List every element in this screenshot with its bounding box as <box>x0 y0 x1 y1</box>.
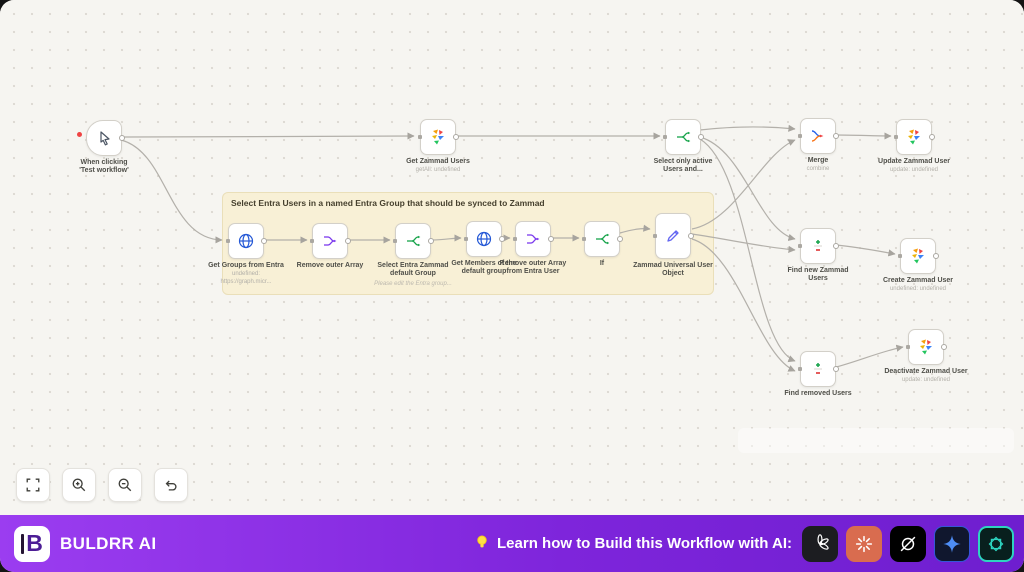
watermark <box>738 428 1014 453</box>
logo-bar <box>21 533 25 554</box>
compare-plus-minus-icon <box>809 360 827 378</box>
node-remove-outer-array-entra-user[interactable]: Remove outer Array from Entra User <box>500 221 566 275</box>
node-label: Find new Zammad Users <box>787 267 849 283</box>
cta-area: Learn how to Build this Workflow with AI… <box>474 525 1014 562</box>
pencil-icon <box>664 227 682 245</box>
gemini-icon[interactable] <box>934 525 970 562</box>
node-select-only-active[interactable]: Select only active Users and... <box>654 119 712 173</box>
node-label: Remove outer Array <box>296 262 364 269</box>
lightbulb-icon <box>474 534 490 554</box>
compare-plus-minus-icon <box>809 237 827 255</box>
brand-name: BULDRR AI <box>60 533 157 553</box>
cursor-click-icon <box>95 129 113 147</box>
node-label: Select only active Users and... <box>653 158 713 174</box>
qwen-icon[interactable] <box>978 525 1014 562</box>
node-get-members-default-group[interactable]: Get Members of the default group <box>451 221 517 275</box>
node-label: Remove outer Array from Entra User <box>499 260 567 276</box>
node-label: If <box>599 260 605 267</box>
openai-icon[interactable] <box>802 525 838 562</box>
node-label: Find removed Users <box>784 390 852 397</box>
switch-icon <box>404 232 422 250</box>
group-title: Select Entra Users in a named Entra Grou… <box>231 198 545 208</box>
zoom-out-button[interactable] <box>108 468 142 502</box>
claude-icon[interactable] <box>846 525 882 562</box>
ai-icon-row <box>802 525 1014 562</box>
node-label: When clicking 'Test workflow' <box>79 159 129 175</box>
grok-icon[interactable] <box>890 525 926 562</box>
globe-icon <box>475 230 493 248</box>
globe-icon <box>237 232 255 250</box>
buldrr-logo[interactable]: B <box>14 525 50 562</box>
fit-view-button[interactable] <box>16 468 50 502</box>
trigger-issue-dot <box>77 132 82 137</box>
node-label: Zammad Universal User Object <box>633 262 713 278</box>
node-find-new-users[interactable]: Find new Zammad Users <box>787 228 849 282</box>
undo-button[interactable] <box>154 468 188 502</box>
node-manual-trigger[interactable]: When clicking 'Test workflow' <box>79 120 129 174</box>
zammad-icon <box>905 128 923 146</box>
split-out-icon <box>321 232 339 250</box>
cta-message: Learn how to Build this Workflow with AI… <box>474 534 792 554</box>
zoom-in-button[interactable] <box>62 468 96 502</box>
node-label: Get Members of the default group <box>451 260 517 276</box>
merge-icon <box>809 127 827 145</box>
canvas-toolbar <box>16 468 188 502</box>
zammad-icon <box>429 128 447 146</box>
logo-letter: B <box>26 530 43 556</box>
node-if[interactable]: If <box>584 221 620 267</box>
workflow-canvas[interactable]: Select Entra Users in a named Entra Grou… <box>0 0 1024 515</box>
node-remove-outer-array[interactable]: Remove outer Array <box>297 223 363 269</box>
zammad-icon <box>917 338 935 356</box>
node-zammad-universal-user-object[interactable]: Zammad Universal User Object <box>633 213 713 277</box>
promo-footer-bar: B BULDRR AI Learn how to Build this Work… <box>0 515 1024 572</box>
filter-split-icon <box>674 128 692 146</box>
zammad-icon <box>909 247 927 265</box>
if-branch-icon <box>593 230 611 248</box>
node-find-removed-users[interactable]: Find removed Users <box>784 351 852 397</box>
split-out-icon <box>524 230 542 248</box>
